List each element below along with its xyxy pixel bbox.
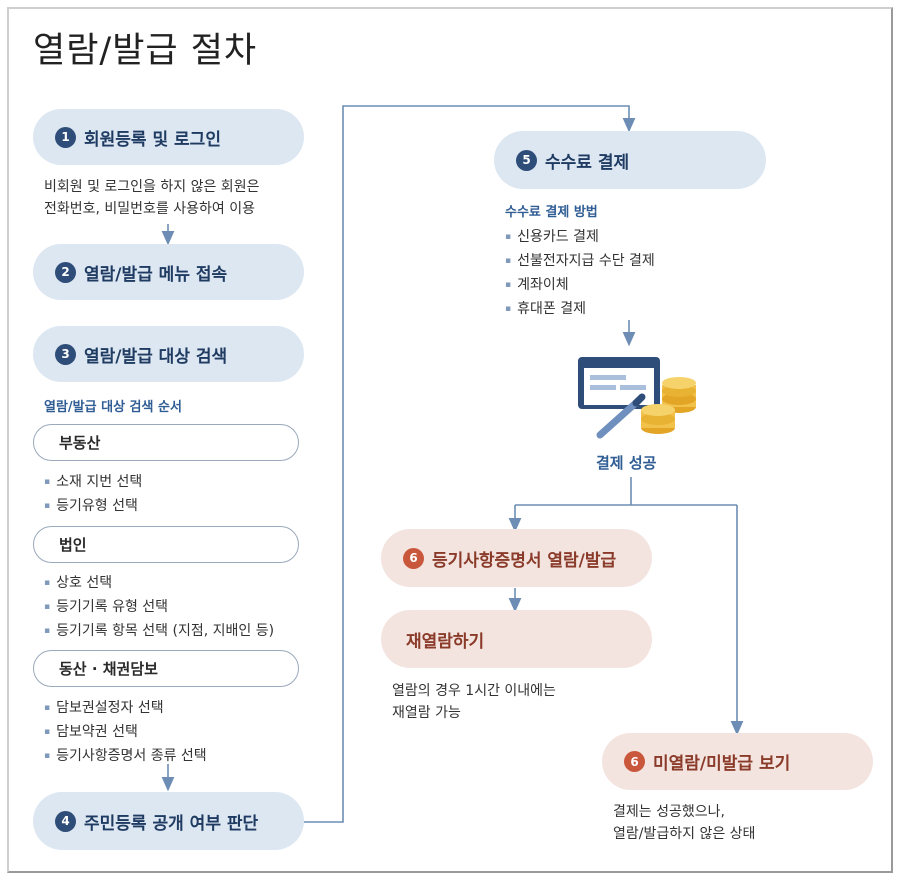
list-item: 등기기록 유형 선택 [44, 596, 274, 620]
list-item: 휴대폰 결제 [505, 298, 655, 322]
desc-line: 비회원 및 로그인을 하지 않은 회원은 [44, 179, 260, 195]
category-movables-items: 담보권설정자 선택 담보약권 선택 등기사항증명서 종류 선택 [44, 697, 207, 769]
list-item: 담보약권 선택 [44, 721, 207, 745]
category-real-estate: 부동산 [33, 424, 299, 461]
card-pen-coins-icon [578, 357, 696, 439]
step-number-badge: 6 [624, 751, 645, 772]
step-5-label: 수수료 결제 [545, 152, 630, 173]
step-number-badge: 3 [55, 343, 76, 365]
list-item: 등기기록 항목 선택 (지점, 지배인 등) [44, 620, 274, 644]
step-3-pill: 3 열람/발급 대상 검색 [33, 326, 304, 382]
step-2-label: 열람/발급 메뉴 접속 [84, 264, 228, 285]
reread-label: 재열람하기 [406, 631, 485, 652]
step-4-pill: 4 주민등록 공개 여부 판단 [33, 792, 304, 850]
desc-line: 전화번호, 비밀번호를 사용하여 이용 [44, 201, 255, 217]
step-number-badge: 5 [516, 149, 537, 171]
step-5-pill: 5 수수료 결제 [494, 131, 766, 189]
desc-line: 재열람 가능 [392, 705, 461, 721]
step-2-pill: 2 열람/발급 메뉴 접속 [33, 244, 304, 300]
step-6-unviewed-pill: 6 미열람/미발급 보기 [602, 733, 873, 790]
category-movables: 동산 · 채권담보 [33, 650, 299, 687]
step-6-unviewed-label: 미열람/미발급 보기 [653, 754, 791, 774]
step-1-desc: 비회원 및 로그인을 하지 않은 회원은 전화번호, 비밀번호를 사용하여 이용 [44, 176, 259, 220]
payment-methods: 신용카드 결제 선불전자지급 수단 결제 계좌이체 휴대폰 결제 [505, 226, 655, 322]
list-item: 선불전자지급 수단 결제 [505, 250, 655, 274]
list-item: 신용카드 결제 [505, 226, 655, 250]
list-item: 상호 선택 [44, 572, 274, 596]
step-number-badge: 1 [55, 126, 76, 148]
desc-line: 결제는 성공했으나, [613, 804, 725, 820]
list-item: 등기사항증명서 종류 선택 [44, 745, 207, 769]
frame [7, 7, 893, 873]
reread-pill: 재열람하기 [381, 610, 652, 668]
list-item: 담보권설정자 선택 [44, 697, 207, 721]
category-real-estate-items: 소재 지번 선택 등기유형 선택 [44, 471, 142, 519]
category-corporation: 법인 [33, 526, 299, 563]
step-1-pill: 1 회원등록 및 로그인 [33, 109, 304, 165]
step-3-label: 열람/발급 대상 검색 [84, 346, 228, 367]
page-title: 열람/발급 절차 [33, 31, 258, 71]
step-number-badge: 4 [55, 810, 76, 832]
reread-desc: 열람의 경우 1시간 이내에는 재열람 가능 [392, 680, 556, 724]
desc-line: 열람의 경우 1시간 이내에는 [392, 683, 556, 699]
list-item: 계좌이체 [505, 274, 655, 298]
step-number-badge: 2 [55, 261, 76, 283]
desc-line: 열람/발급하지 않은 상태 [613, 826, 756, 842]
step-6-issue-label: 등기사항증명서 열람/발급 [432, 550, 617, 571]
list-item: 등기유형 선택 [44, 495, 142, 519]
arrow-4-5 [304, 105, 636, 823]
step-3-sub: 열람/발급 대상 검색 순서 [44, 400, 182, 415]
step-6-unviewed-desc: 결제는 성공했으나, 열람/발급하지 않은 상태 [613, 801, 755, 845]
step-6-issue-pill: 6 등기사항증명서 열람/발급 [381, 529, 652, 587]
payment-success-label: 결제 성공 [596, 454, 657, 472]
step-number-badge: 6 [403, 547, 424, 569]
step-4-label: 주민등록 공개 여부 판단 [84, 813, 259, 834]
step-1-label: 회원등록 및 로그인 [84, 129, 221, 150]
list-item: 소재 지번 선택 [44, 471, 142, 495]
category-corporation-items: 상호 선택 등기기록 유형 선택 등기기록 항목 선택 (지점, 지배인 등) [44, 572, 274, 644]
step-5-sub: 수수료 결제 방법 [505, 205, 598, 220]
